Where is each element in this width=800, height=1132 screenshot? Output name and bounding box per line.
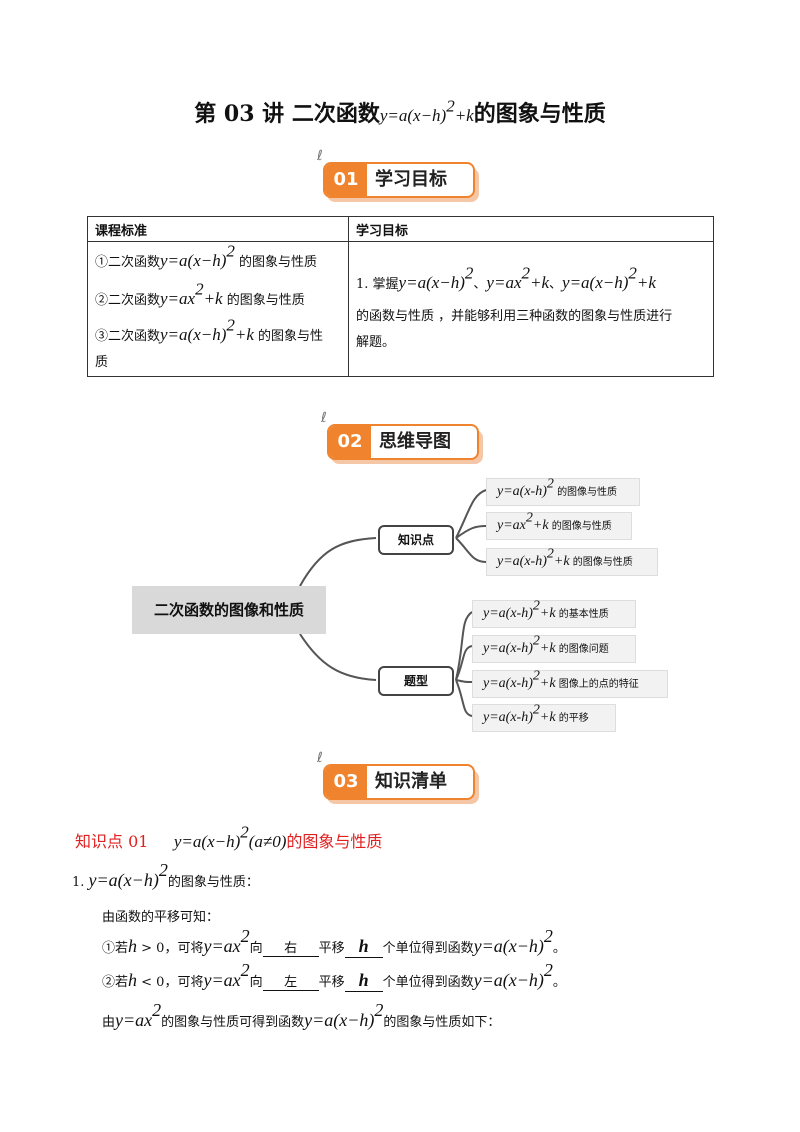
mind-map-leaf: y=a(x-h)2+k 的图像与性质 (486, 547, 658, 576)
connector-root-types (299, 633, 377, 681)
translation-note: 由函数的平移可知： (102, 910, 220, 925)
section-number: 02 (329, 426, 371, 458)
section-badge-learning-goals: ℓ 01 学习目标 (317, 148, 493, 206)
mind-map-leaf: y=a(x-h)2+k 图像上的点的特征 (472, 669, 668, 698)
paperclip-icon: ℓ (317, 750, 323, 766)
mind-map-leaf: y=a(x-h)2 的图像与性质 (486, 477, 640, 506)
properties-intro: 由y=ax2的图象与性质可得到函数y=a(x−h)2的图象与性质如下： (102, 1000, 501, 1030)
knowledge-point-heading: 知识点 01 y=a(x−h)2(a≠0)的图象与性质 (75, 822, 383, 851)
section-label: 知识清单 (375, 771, 447, 792)
section-badge-knowledge-list: ℓ 03 知识清单 (317, 750, 493, 808)
section-badge-mind-map: ℓ 02 思维导图 (321, 410, 497, 468)
mind-map-branch-types: 题型 (378, 666, 454, 696)
mind-map-leaf: y=ax2+k 的图像与性质 (486, 511, 632, 540)
mind-map-leaf: y=a(x-h)2+k 的图像问题 (472, 634, 636, 663)
objective-line-2: 的函数与性质 ，并能够利用三种函数的图象与性质进行 (356, 309, 673, 324)
mind-map-connectors (299, 489, 487, 717)
goals-table: 课程标准 学习目标 ①二次函数y=a(x−h)2 的图象与性质 ②二次函数y=a… (87, 216, 714, 377)
connector-types-leaf-1 (455, 611, 473, 681)
blank-direction: 右 (262, 937, 319, 957)
blank-amount: h (344, 936, 383, 958)
section-number: 01 (325, 164, 367, 196)
standard-item-1: ①二次函数y=a(x−h)2 的图象与性质 (95, 241, 318, 270)
standard-item-2: ②二次函数y=ax2+k 的图象与性质 (95, 279, 305, 308)
table-header-standard: 课程标准 (95, 224, 148, 239)
page-title: 第 03 讲 二次函数y=a(x−h)2+k的图象与性质 (194, 96, 606, 127)
standard-item-3-wrap: 质 (95, 355, 109, 370)
blank-direction: 左 (262, 971, 319, 991)
mind-map-leaf: y=a(x-h)2+k 的基本性质 (472, 599, 636, 628)
standard-item-3: ③二次函数y=a(x−h)2+k 的图象与性 (95, 315, 324, 344)
mind-map: 二次函数的图像和性质 知识点 题型 y=a(x-h)2 的图像与性质 y=ax2… (120, 470, 690, 740)
blank-amount: h (344, 970, 383, 992)
connector-knowledge-leaf-2 (455, 525, 487, 539)
paperclip-icon: ℓ (321, 410, 327, 426)
connector-types-leaf-2 (455, 645, 473, 681)
objective-line-3: 解题。 (356, 335, 396, 350)
connector-knowledge-leaf-1 (455, 489, 487, 539)
section-number: 03 (325, 766, 367, 798)
paperclip-icon: ℓ (317, 148, 323, 164)
table-header-objective: 学习目标 (356, 224, 409, 239)
connector-knowledge-leaf-3 (455, 537, 487, 563)
connector-root-knowledge (299, 537, 377, 587)
mind-map-branch-knowledge: 知识点 (378, 525, 454, 555)
knowledge-item-1: 1. y=a(x−h)2的图象与性质： (72, 860, 259, 890)
section-label: 学习目标 (375, 169, 447, 190)
connector-types-leaf-4 (455, 679, 473, 717)
section-label: 思维导图 (379, 431, 451, 452)
connector-types-leaf-3 (455, 679, 473, 683)
mind-map-root: 二次函数的图像和性质 (132, 586, 326, 634)
mind-map-leaf: y=a(x-h)2+k 的平移 (472, 703, 616, 732)
objective-line-1: 1. 掌握y=a(x−h)2、y=ax2+k、y=a(x−h)2+k (356, 263, 656, 292)
